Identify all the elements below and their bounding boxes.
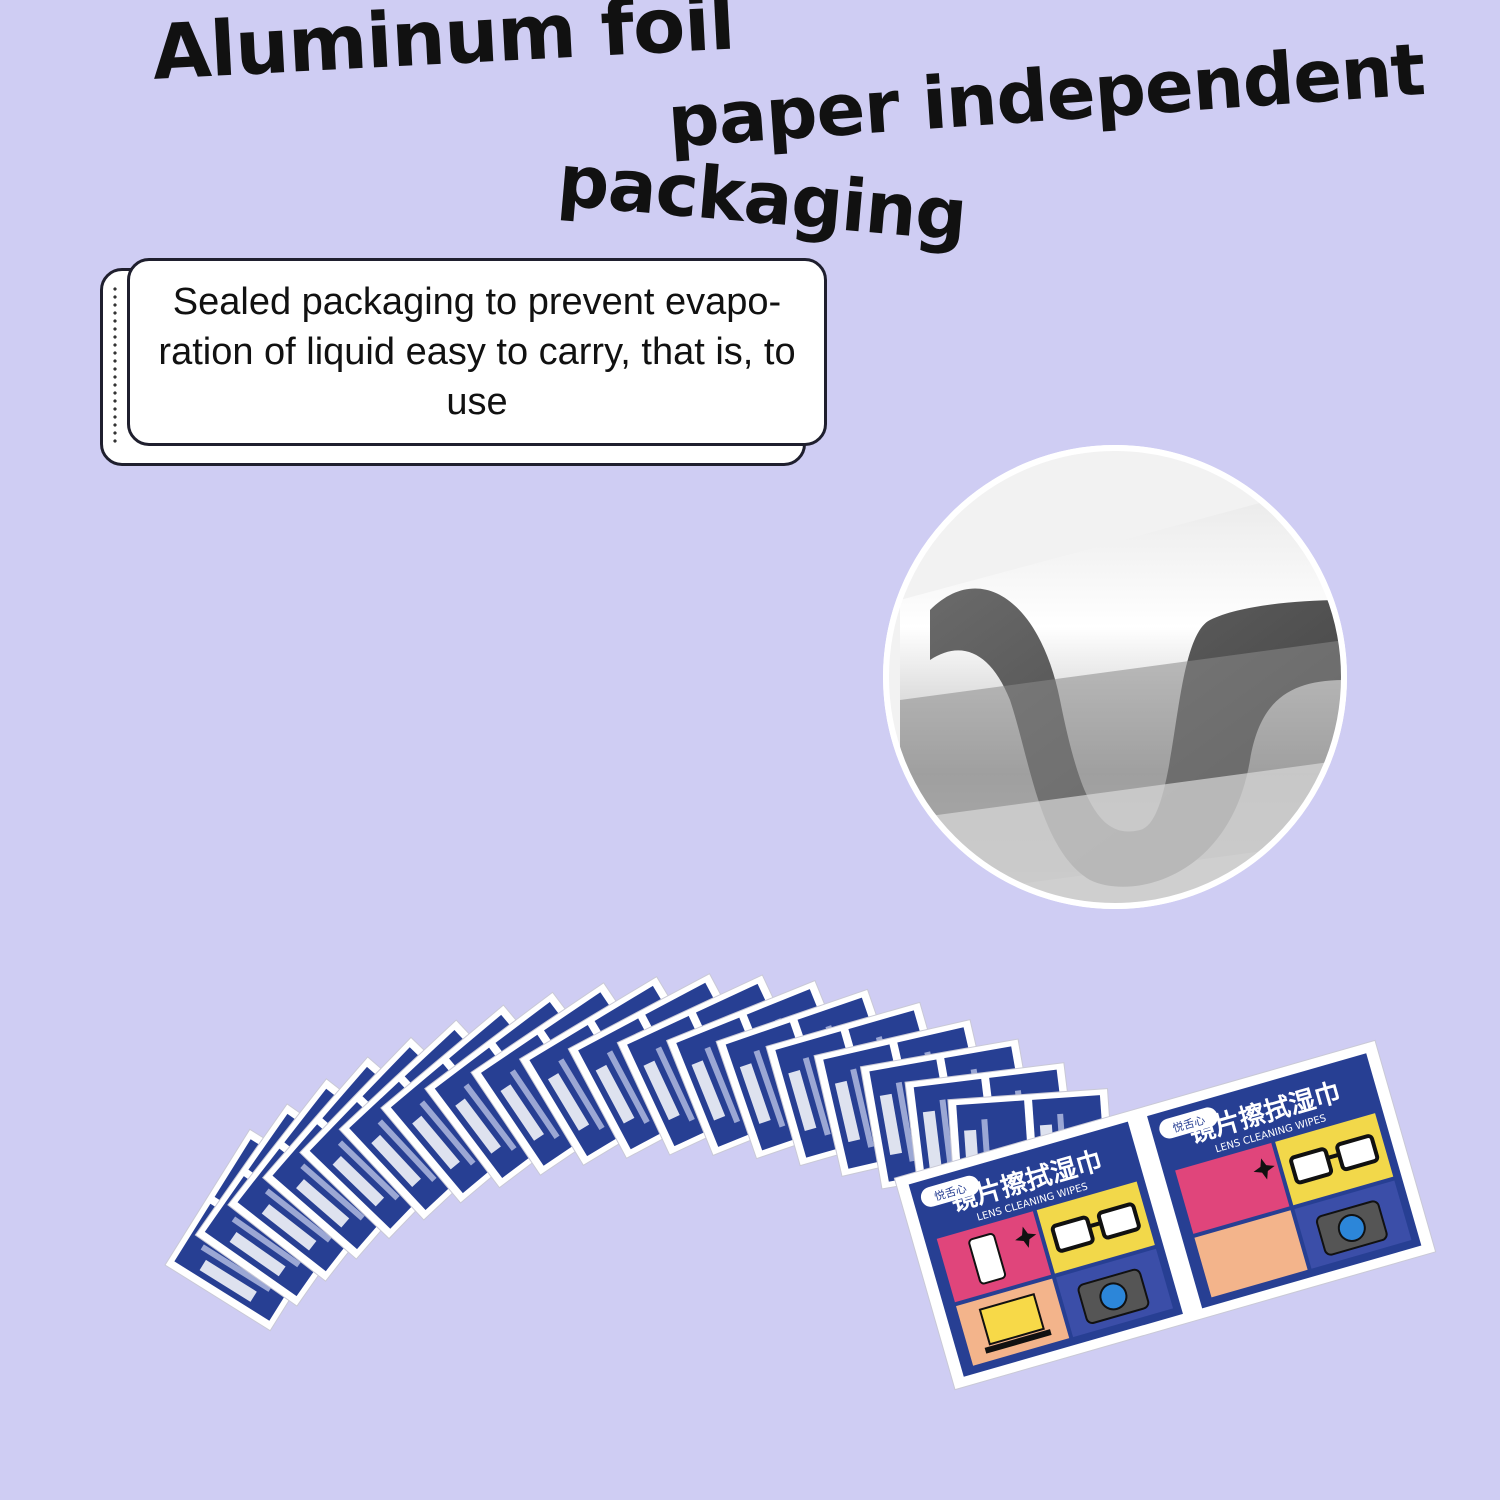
callout-card-perforation: [110, 285, 120, 445]
camera-icon: [1315, 1200, 1388, 1256]
callout-text: Sealed packaging to prevent evapo-ration…: [158, 281, 796, 423]
camera-icon: [1077, 1268, 1150, 1324]
laptop-icon: [978, 1293, 1052, 1354]
foil-closeup: [883, 445, 1347, 909]
callout-card: Sealed packaging to prevent evapo-ration…: [127, 258, 827, 446]
smartphone-icon: [968, 1232, 1007, 1285]
eyeglasses-icon: [1050, 1202, 1141, 1253]
sparkle-icon: [1015, 1158, 1275, 1248]
front-packet: 镜片擦拭湿巾 LENS CLEANING WIPES 悦舌心 镜片擦拭湿巾 LE…: [893, 1039, 1437, 1391]
eyeglasses-icon: [1289, 1134, 1380, 1185]
